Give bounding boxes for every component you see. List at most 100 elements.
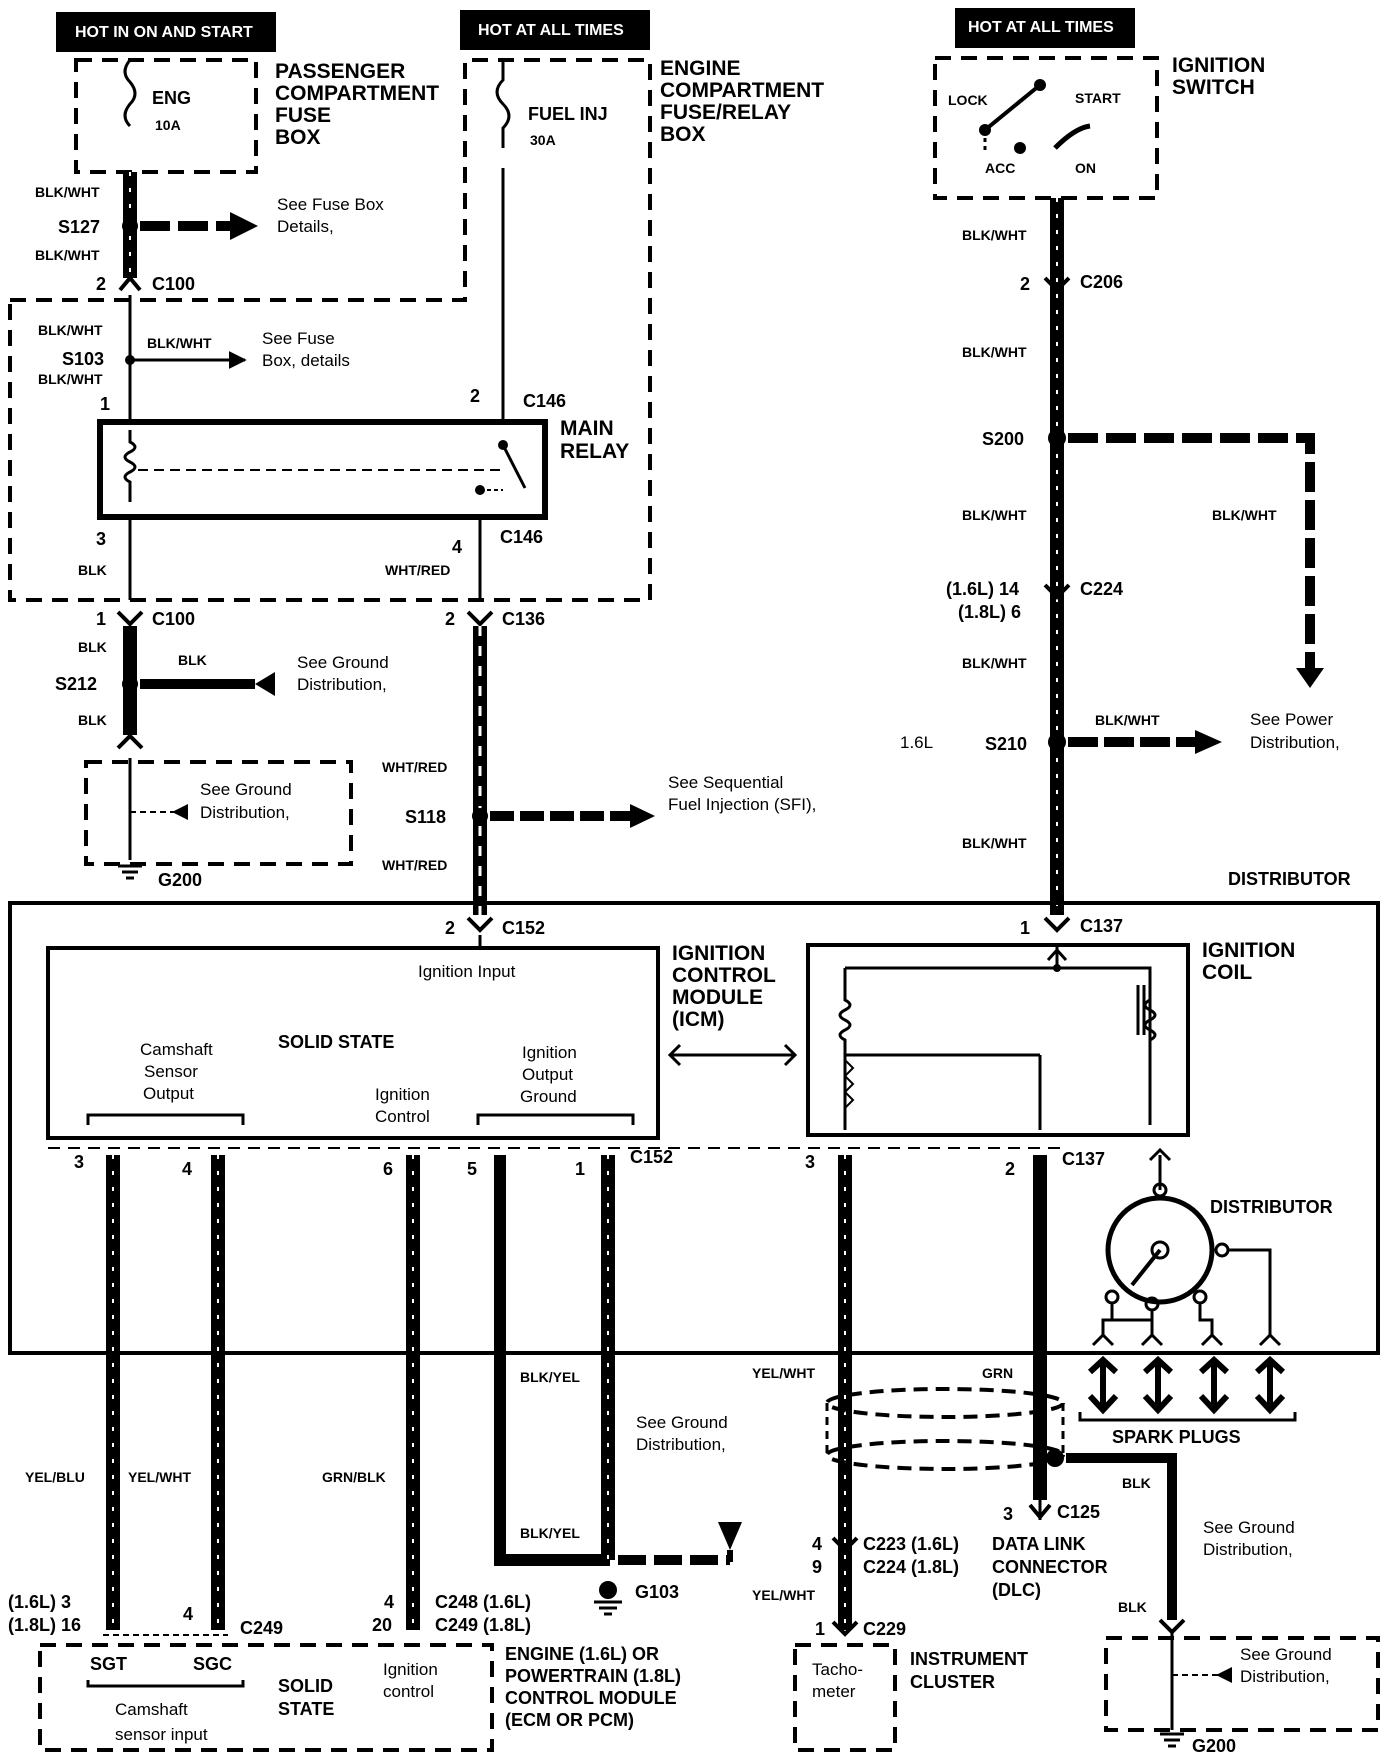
connector-c125: C125 <box>1057 1502 1100 1522</box>
wire-label: GRN <box>982 1365 1013 1381</box>
wire-label: BLK/WHT <box>962 835 1027 851</box>
connector-c248-1: C248 (1.6L) <box>435 1592 531 1612</box>
svg-text:POWERTRAIN (1.8L): POWERTRAIN (1.8L) <box>505 1666 681 1686</box>
pin-c136: 2 <box>445 609 455 629</box>
wire-label: BLK <box>1118 1599 1147 1615</box>
connector-c100a: C100 <box>152 274 195 294</box>
wire-label: BLK/YEL <box>520 1525 580 1541</box>
hot-label-all-times-2: HOT AT ALL TIMES <box>955 8 1135 48</box>
wire-label: BLK/WHT <box>962 507 1027 523</box>
pin-ecm-right-1: 4 <box>384 1592 394 1612</box>
splice-s118-label: S118 <box>405 807 446 827</box>
svg-text:CLUSTER: CLUSTER <box>910 1672 995 1692</box>
wire-label: GRN/BLK <box>322 1469 386 1485</box>
svg-text:IGNITION: IGNITION <box>1172 54 1265 77</box>
pin-c224-2: (1.8L) 6 <box>958 602 1021 622</box>
distributor-box-title: DISTRIBUTOR <box>1228 869 1351 889</box>
icm-title: IGNITION CONTROL MODULE (ICM) <box>672 942 776 1031</box>
connector-c152b: C152 <box>630 1147 673 1167</box>
ref-ground-dist-3a: See Ground <box>636 1413 728 1432</box>
ground-symbol-right-icon <box>1160 1732 1184 1748</box>
pin-relay-4: 4 <box>452 537 462 557</box>
connector-c100b: C100 <box>152 609 195 629</box>
switch-lock-label: LOCK <box>948 92 988 108</box>
connector-c229: C229 <box>863 1619 906 1639</box>
ecm-pcm-box <box>38 1643 494 1752</box>
svg-text:BOX: BOX <box>275 126 321 149</box>
ref-fuse-box-details2-1: See Fuse <box>262 329 335 348</box>
splice-s210 <box>1048 733 1066 751</box>
wire-label: BLK/WHT <box>962 227 1027 243</box>
svg-text:ENGINE: ENGINE <box>660 57 741 80</box>
ref-power-dist-1: See Power <box>1250 710 1333 729</box>
pin-c146-top: 2 <box>470 386 480 406</box>
pin-ecm-left-2: (1.8L) 16 <box>8 1615 81 1635</box>
fuel-inj-fuse-icon <box>495 60 511 148</box>
ignition-coil-circuit-icon <box>838 945 1157 1130</box>
icm-cam-output-label: Camshaft Sensor Output <box>140 1040 213 1103</box>
s200-branch <box>1068 433 1315 670</box>
svg-text:(DLC): (DLC) <box>992 1580 1041 1600</box>
ground-g200b: G200 <box>1192 1736 1236 1756</box>
passenger-fuse-box-title: PASSENGER COMPARTMENT FUSE BOX <box>275 60 439 149</box>
svg-text:Control: Control <box>375 1107 430 1126</box>
pin-c100b: 1 <box>96 609 106 629</box>
ref-fuse-box-details2-2: Box, details <box>262 351 350 370</box>
connector-c100b-icon <box>116 610 144 627</box>
shielded-cable-icon <box>825 1387 1065 1471</box>
svg-text:COIL: COIL <box>1202 961 1252 984</box>
svg-text:IGNITION: IGNITION <box>1202 939 1295 962</box>
tachometer-1: Tacho- <box>812 1660 863 1679</box>
pin-c224b: 9 <box>812 1557 822 1577</box>
switch-start-label: START <box>1075 90 1121 106</box>
ecm-solid-state-2: STATE <box>278 1699 334 1719</box>
eng-fuse-name: ENG <box>152 88 191 108</box>
ground-g200a: G200 <box>158 870 202 890</box>
connector-c223-1: C223 (1.6L) <box>863 1534 959 1554</box>
svg-text:HOT IN ON AND START: HOT IN ON AND START <box>75 24 253 41</box>
pin-ecm-4: 4 <box>183 1604 193 1624</box>
wire-label: WHT/RED <box>382 857 447 873</box>
svg-text:CONTROL MODULE: CONTROL MODULE <box>505 1688 677 1708</box>
ignition-switch-contacts-icon <box>979 79 1091 154</box>
ref-ground-dist-4b: Distribution, <box>1203 1540 1293 1559</box>
connector-c223-icon <box>831 1536 859 1553</box>
svg-text:DATA LINK: DATA LINK <box>992 1534 1086 1554</box>
pin-coil-2: 2 <box>1005 1159 1015 1179</box>
coil-link-end-icon <box>783 1043 798 1067</box>
ground-connector-icon <box>116 733 144 750</box>
svg-text:Output: Output <box>143 1084 194 1103</box>
icm-solid-state: SOLID STATE <box>278 1032 394 1052</box>
spark-plugs-label: SPARK PLUGS <box>1112 1427 1241 1447</box>
wire-label: BLK/WHT <box>38 322 103 338</box>
ecm-cam-input-2: sensor input <box>115 1725 208 1744</box>
splice-s210-label: S210 <box>985 734 1027 754</box>
wire-label: BLK/WHT <box>38 371 103 387</box>
splice-s103-label: S103 <box>62 349 104 369</box>
splice-s212-label: S212 <box>55 674 97 694</box>
icm-ignition-control-label: Ignition Control <box>375 1085 430 1126</box>
svg-text:HOT AT ALL TIMES: HOT AT ALL TIMES <box>968 19 1114 36</box>
svg-text:BOX: BOX <box>660 123 706 146</box>
wire-label: YEL/BLU <box>25 1469 85 1485</box>
dlc-title: DATA LINK CONNECTOR (DLC) <box>992 1534 1108 1600</box>
ref-ground-dist-1a: See Ground <box>297 653 389 672</box>
svg-text:INSTRUMENT: INSTRUMENT <box>910 1649 1028 1669</box>
connector-c125-icon <box>1028 1503 1052 1521</box>
ecm-ign-control-1: Ignition <box>383 1660 438 1679</box>
ref-ground-dist-3b: Distribution, <box>636 1435 726 1454</box>
svg-text:PASSENGER: PASSENGER <box>275 60 405 83</box>
connector-c206-icon <box>1043 276 1071 293</box>
svg-text:Ignition: Ignition <box>522 1043 577 1062</box>
pin-c125: 3 <box>1003 1504 1013 1524</box>
pin-c206: 2 <box>1020 274 1030 294</box>
pin-icm-6: 6 <box>383 1159 393 1179</box>
ignition-control-module <box>46 946 660 1140</box>
s127-arrow <box>230 212 258 240</box>
pin-icm-5: 5 <box>467 1159 477 1179</box>
connector-c136-icon <box>466 610 494 627</box>
ref-ground-dist-5a: See Ground <box>1240 1645 1332 1664</box>
wire-label: BLK <box>1122 1475 1151 1491</box>
icm-output-ground-label: Ignition Output Ground <box>520 1043 577 1106</box>
